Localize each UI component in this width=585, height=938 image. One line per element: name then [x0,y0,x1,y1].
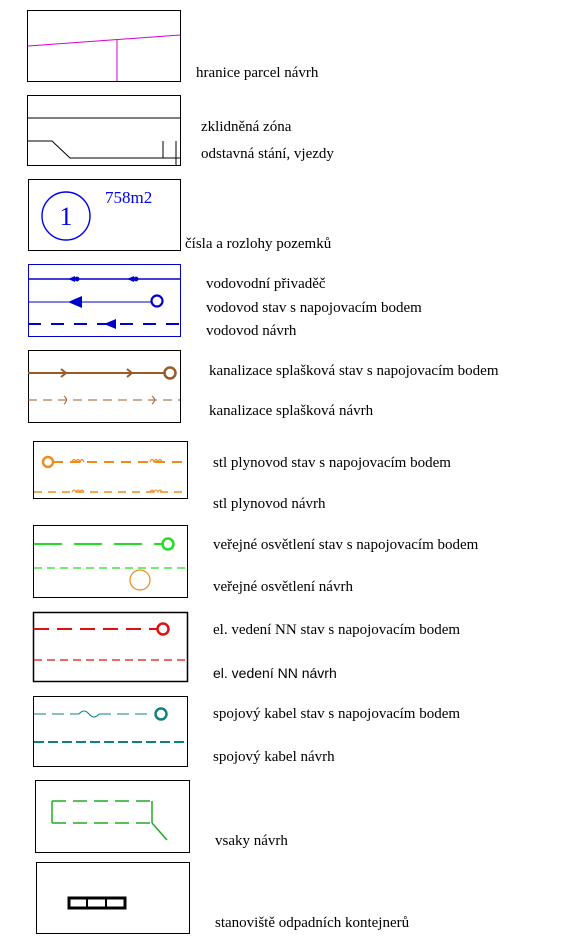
symbol-soakaway [35,780,190,853]
label-water-feeder: vodovodní přivaděč [206,276,326,292]
label-telecom-proposed: spojový kabel návrh [213,749,335,765]
label-parcel-boundary: hranice parcel návrh [196,65,319,81]
symbol-waste-bins [36,862,190,934]
symbol-gas [33,441,188,499]
label-waste-bins: stanoviště odpadních kontejnerů [215,915,410,931]
symbol-lot-numbers: 1 758m2 [28,179,181,251]
symbol-water [28,264,181,337]
symbol-calm-zone-parking [27,95,181,166]
label-electric-proposed: el. vedení NN návrh [213,665,337,681]
label-gas-proposed: stl plynovod návrh [213,496,326,512]
label-calm-zone: zklidněná zóna [201,119,292,135]
label-telecom-existing: spojový kabel stav s napojovacím bodem [213,706,461,722]
label-lighting-existing: veřejné osvětlení stav s napojovacím bod… [213,537,479,553]
symbol-sewer [28,350,181,423]
label-water-proposed: vodovod návrh [206,323,297,339]
label-electric-existing: el. vedení NN stav s napojovacím bodem [213,622,461,638]
label-gas-existing: stl plynovod stav s napojovacím bodem [213,455,451,471]
lot-number-sample: 1 [60,202,73,231]
label-soakaway: vsaky návrh [215,833,288,849]
symbol-telecom [33,696,188,767]
label-lot-numbers: čísla a rozlohy pozemků [185,236,332,252]
label-sewer-existing: kanalizace splašková stav s napojovacím … [209,363,499,379]
symbol-lighting [33,525,188,598]
symbol-parcel-boundary [27,10,181,82]
label-water-existing: vodovod stav s napojovacím bodem [206,300,422,316]
lot-area-sample: 758m2 [105,188,152,207]
symbol-electric [32,611,189,683]
label-sewer-proposed: kanalizace splašková návrh [209,403,374,419]
label-lighting-proposed: veřejné osvětlení návrh [213,579,353,595]
label-parking: odstavná stání, vjezdy [201,146,334,162]
